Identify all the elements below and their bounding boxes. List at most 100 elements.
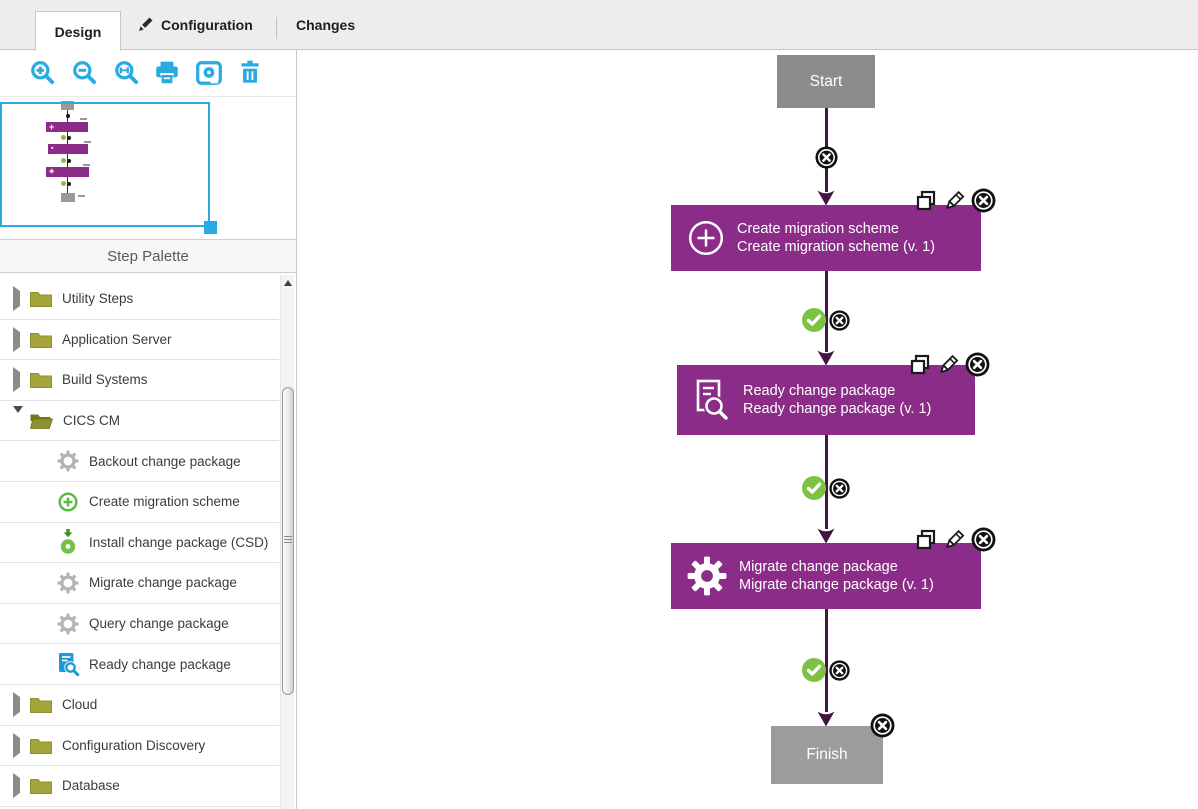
start-node[interactable]: Start	[777, 55, 875, 108]
palette-folder-application-server[interactable]: Application Server	[0, 319, 279, 361]
finish-node[interactable]: Finish	[771, 726, 883, 784]
palette-folder-cics-cm[interactable]: CICS CM	[0, 400, 279, 442]
print-icon	[156, 61, 178, 84]
zoom-in-button[interactable]	[29, 59, 57, 87]
palette-step-ready-change-package[interactable]: Ready change package	[0, 644, 279, 685]
edge-step3-to-finish[interactable]	[824, 609, 828, 712]
minimap-dot	[67, 159, 71, 163]
tab-configuration-label: Configuration	[161, 16, 253, 33]
palette-step-query-change-package[interactable]: Query change package	[0, 603, 279, 645]
copy-step-icon[interactable]	[914, 528, 938, 552]
minimap-status-dot	[61, 181, 66, 186]
minimap-mark	[84, 141, 91, 143]
palette-list: Utility Steps Application Server Build S…	[0, 274, 279, 809]
palette-item-label: Configuration Discovery	[62, 737, 206, 753]
remove-connection-icon[interactable]	[828, 309, 851, 332]
folder-icon	[30, 290, 52, 308]
overview-button[interactable]	[195, 59, 223, 87]
minimap-step-node: +	[46, 122, 88, 132]
palette-folder-configuration-discovery[interactable]: Configuration Discovery	[0, 725, 279, 767]
copy-step-icon[interactable]	[914, 189, 938, 213]
print-button[interactable]	[153, 59, 181, 87]
tab-design[interactable]: Design	[35, 11, 121, 51]
workflow-canvas[interactable]: Start Finish Create migration scheme Cre…	[297, 50, 1198, 809]
zoom-to-fit-icon	[115, 61, 139, 85]
triangle-up-icon	[283, 280, 292, 286]
chevron-right-icon[interactable]	[13, 773, 22, 799]
overview-icon	[196, 61, 222, 85]
delete-step-icon[interactable]	[970, 187, 997, 214]
step-name: Migrate change package	[739, 559, 898, 575]
arrowhead-icon	[817, 711, 835, 727]
step-version: Ready change package (v. 1)	[743, 401, 932, 417]
arrowhead-icon	[817, 528, 835, 544]
minimap-viewport[interactable]	[0, 102, 210, 227]
copy-step-icon[interactable]	[908, 353, 932, 377]
remove-connection-icon[interactable]	[869, 712, 896, 739]
minimap-dot	[67, 136, 71, 140]
step-version: Create migration scheme (v. 1)	[737, 239, 935, 255]
palette-folder-build-systems[interactable]: Build Systems	[0, 360, 279, 401]
step-node-migrate-change-package[interactable]: Migrate change package Migrate change pa…	[671, 543, 981, 609]
chevron-right-icon[interactable]	[13, 367, 22, 393]
palette-item-label: Create migration scheme	[89, 494, 240, 510]
palette-title: Step Palette	[107, 247, 189, 265]
palette-folder-utility-steps[interactable]: Utility Steps	[0, 279, 279, 320]
document-search-icon	[692, 378, 732, 422]
palette-step-install-change-package-csd[interactable]: Install change package (CSD)	[0, 522, 279, 564]
delete-step-icon[interactable]	[964, 351, 991, 378]
step-node-ready-change-package[interactable]: Ready change package Ready change packag…	[677, 365, 975, 435]
side-panel: + ▪ ◈ Step Palette Utility Steps	[0, 50, 297, 809]
palette-folder-database[interactable]: Database	[0, 766, 279, 807]
palette-folder-cloud[interactable]: Cloud	[0, 684, 279, 726]
palette-step-create-migration-scheme[interactable]: Create migration scheme	[0, 481, 279, 523]
tab-configuration[interactable]: Configuration	[136, 0, 253, 49]
scrollbar-thumb[interactable]	[282, 387, 294, 695]
gear-icon	[56, 572, 80, 594]
folder-icon	[30, 737, 52, 754]
chevron-right-icon[interactable]	[13, 286, 22, 312]
chevron-down-icon[interactable]	[13, 406, 23, 429]
palette-scrollbar[interactable]	[280, 275, 294, 809]
edge-step2-to-step3[interactable]	[824, 435, 828, 529]
tab-changes-label: Changes	[296, 16, 356, 33]
delete-step-icon[interactable]	[970, 526, 997, 553]
delete-button[interactable]	[236, 59, 264, 87]
success-condition-icon[interactable]	[801, 307, 827, 333]
chevron-right-icon[interactable]	[13, 692, 22, 718]
chevron-right-icon[interactable]	[13, 326, 22, 352]
zoom-out-icon	[73, 61, 97, 85]
circle-plus-icon	[56, 491, 80, 513]
gear-icon	[686, 555, 728, 597]
folder-open-icon	[30, 412, 53, 429]
minimap: + ▪ ◈	[0, 97, 296, 239]
edit-step-icon[interactable]	[936, 353, 960, 377]
edge-step1-to-step2[interactable]	[824, 271, 828, 352]
minimap-mark	[83, 164, 90, 166]
palette-step-backout-change-package[interactable]: Backout change package	[0, 441, 279, 482]
chevron-right-icon[interactable]	[13, 732, 22, 758]
remove-connection-icon[interactable]	[828, 659, 851, 682]
edit-step-icon[interactable]	[942, 189, 966, 213]
tab-design-label: Design	[54, 23, 102, 40]
remove-connection-icon[interactable]	[828, 477, 851, 500]
circle-plus-icon	[686, 218, 726, 258]
minimap-start-node	[61, 101, 74, 110]
step-action-buttons	[914, 187, 997, 214]
step-node-create-migration-scheme[interactable]: Create migration scheme Create migration…	[671, 205, 981, 271]
tab-bar	[0, 0, 1198, 50]
tab-changes[interactable]: Changes	[296, 0, 355, 49]
gear-icon	[56, 613, 80, 635]
zoom-out-button[interactable]	[71, 59, 99, 87]
remove-connection-icon[interactable]	[814, 145, 839, 170]
step-action-buttons	[914, 526, 997, 553]
palette-step-migrate-change-package[interactable]: Migrate change package	[0, 563, 279, 604]
palette-item-label: Build Systems	[62, 372, 148, 388]
success-condition-icon[interactable]	[801, 657, 827, 683]
scrollbar-up-button[interactable]	[281, 275, 294, 291]
zoom-to-fit-button[interactable]	[113, 59, 141, 87]
palette-item-label: Cloud	[62, 697, 98, 713]
minimap-resize-handle[interactable]	[204, 221, 217, 234]
edit-step-icon[interactable]	[942, 528, 966, 552]
success-condition-icon[interactable]	[801, 475, 827, 501]
